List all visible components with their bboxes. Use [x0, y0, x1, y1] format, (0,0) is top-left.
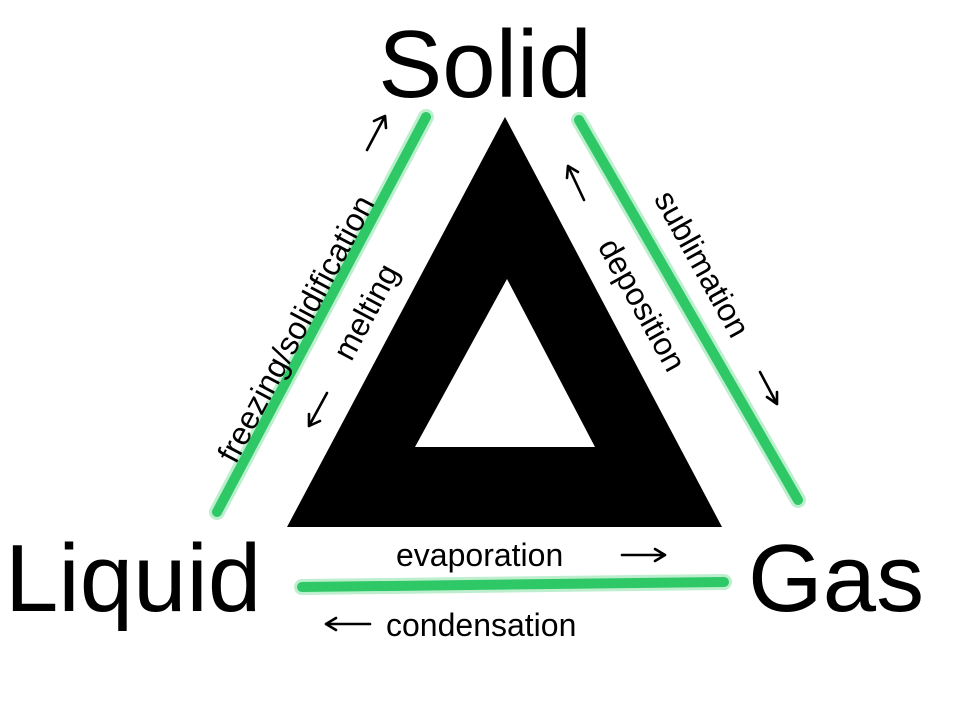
- arrow-deposition: [565, 164, 586, 202]
- central-triangle: [287, 117, 722, 527]
- bar-solid-gas: [571, 112, 806, 508]
- state-label-liquid: Liquid: [5, 525, 261, 632]
- state-label-solid: Solid: [378, 11, 591, 118]
- arrow-freezing: [365, 114, 388, 152]
- bar-liquid-gas: [294, 574, 732, 595]
- arrow-melting: [307, 391, 329, 428]
- arrow-sublimation: [758, 370, 779, 406]
- process-label-condensation: condensation: [386, 607, 576, 643]
- arrow-condensation: [324, 616, 372, 632]
- bar-liquid-solid: [209, 109, 434, 520]
- arrow-evaporation: [620, 547, 667, 563]
- process-label-evaporation: evaporation: [396, 537, 563, 573]
- state-label-gas: Gas: [748, 525, 924, 632]
